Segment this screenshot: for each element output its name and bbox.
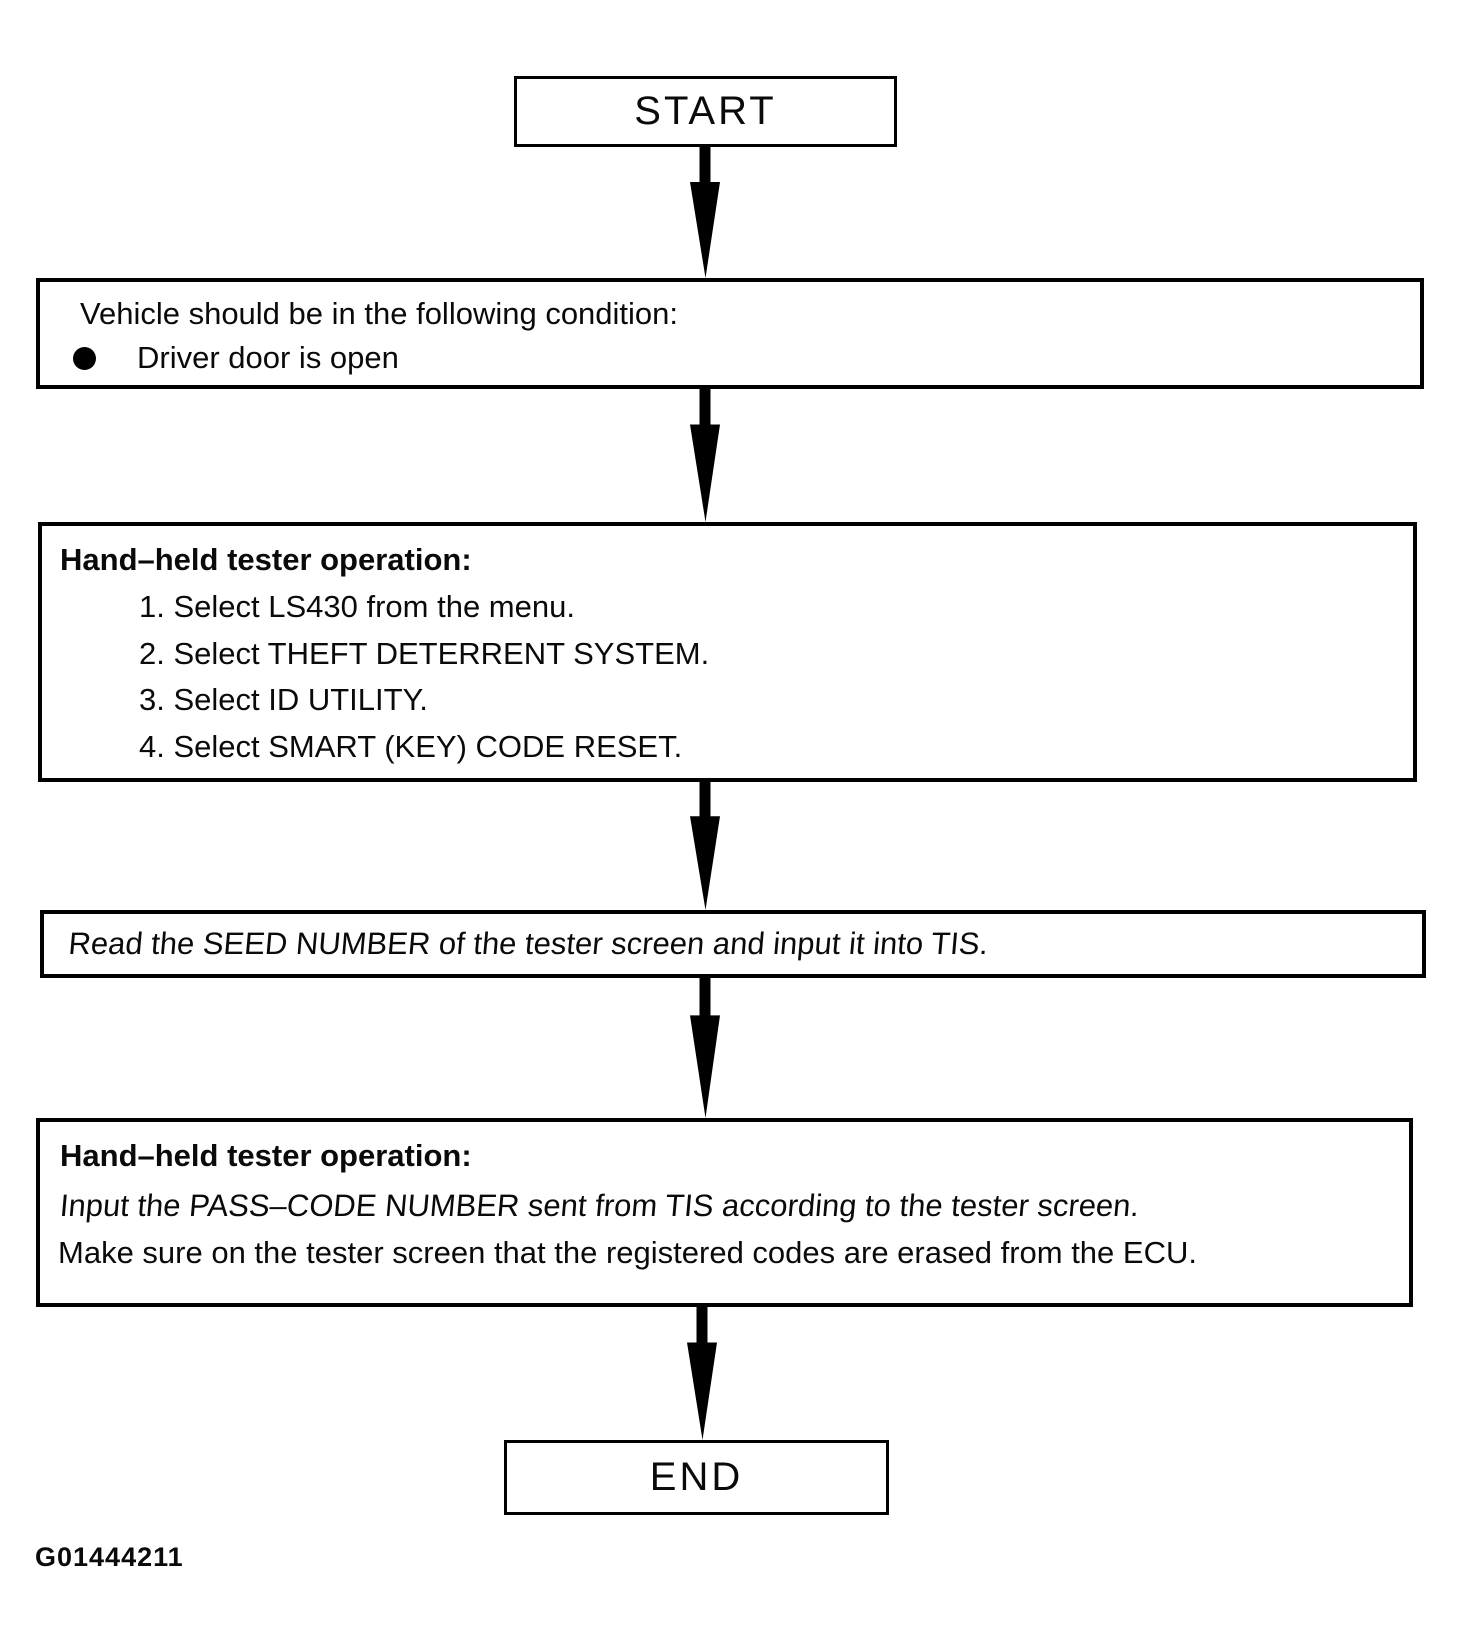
arrow-down-icon bbox=[690, 978, 720, 1118]
flow-arrow-down-4 bbox=[690, 978, 720, 1118]
passcode-instruction-inner: Input the PASS–CODE NUMBER sent from TIS… bbox=[58, 1188, 1141, 1223]
tester-step-2: 2. Select THEFT DETERRENT SYSTEM. bbox=[139, 635, 710, 671]
tester-operation-box-1: Hand–held tester operation: 1. Select LS… bbox=[38, 522, 1417, 782]
end-node: END bbox=[504, 1440, 889, 1515]
end-label: END bbox=[649, 1455, 744, 1499]
tester-step-4: 4. Select SMART (KEY) CODE RESET. bbox=[139, 728, 683, 764]
condition-bullet-text: Driver door is open bbox=[137, 340, 399, 375]
start-node: START bbox=[514, 76, 897, 147]
bullet-icon bbox=[73, 346, 96, 370]
tester-operation-box-2: Hand–held tester operation: Input the PA… bbox=[36, 1118, 1413, 1307]
vehicle-condition-box: Vehicle should be in the following condi… bbox=[36, 278, 1424, 389]
seed-instruction-text: Read the SEED NUMBER of the tester scree… bbox=[67, 926, 990, 961]
seed-number-box: Read the SEED NUMBER of the tester scree… bbox=[40, 910, 1426, 978]
arrow-down-icon bbox=[690, 389, 720, 522]
tester-step-3: 3. Select ID UTILITY. bbox=[139, 682, 428, 717]
tester-box-1-title: Hand–held tester operation: bbox=[60, 542, 472, 577]
arrow-down-icon bbox=[687, 1307, 717, 1440]
tester-box-2-title: Hand–held tester operation: bbox=[60, 1138, 472, 1173]
flow-arrow-down-2 bbox=[690, 389, 720, 522]
flow-arrow-down-3 bbox=[690, 782, 720, 910]
flow-arrow-down-1 bbox=[690, 147, 720, 278]
start-label: START bbox=[634, 89, 777, 133]
tester-step-1: 1. Select LS430 from the menu. bbox=[139, 589, 575, 624]
flow-arrow-down-5 bbox=[687, 1307, 717, 1440]
passcode-instruction-text: Input the PASS–CODE NUMBER sent from TIS… bbox=[58, 1182, 1409, 1229]
condition-intro-text: Vehicle should be in the following condi… bbox=[80, 296, 679, 331]
arrow-down-icon bbox=[690, 782, 720, 910]
erase-confirmation-text: Make sure on the tester screen that the … bbox=[58, 1235, 1197, 1270]
figure-code: G01444211 bbox=[35, 1542, 184, 1572]
arrow-down-icon bbox=[690, 147, 720, 278]
condition-bullet-row: Driver door is open bbox=[73, 338, 1420, 378]
